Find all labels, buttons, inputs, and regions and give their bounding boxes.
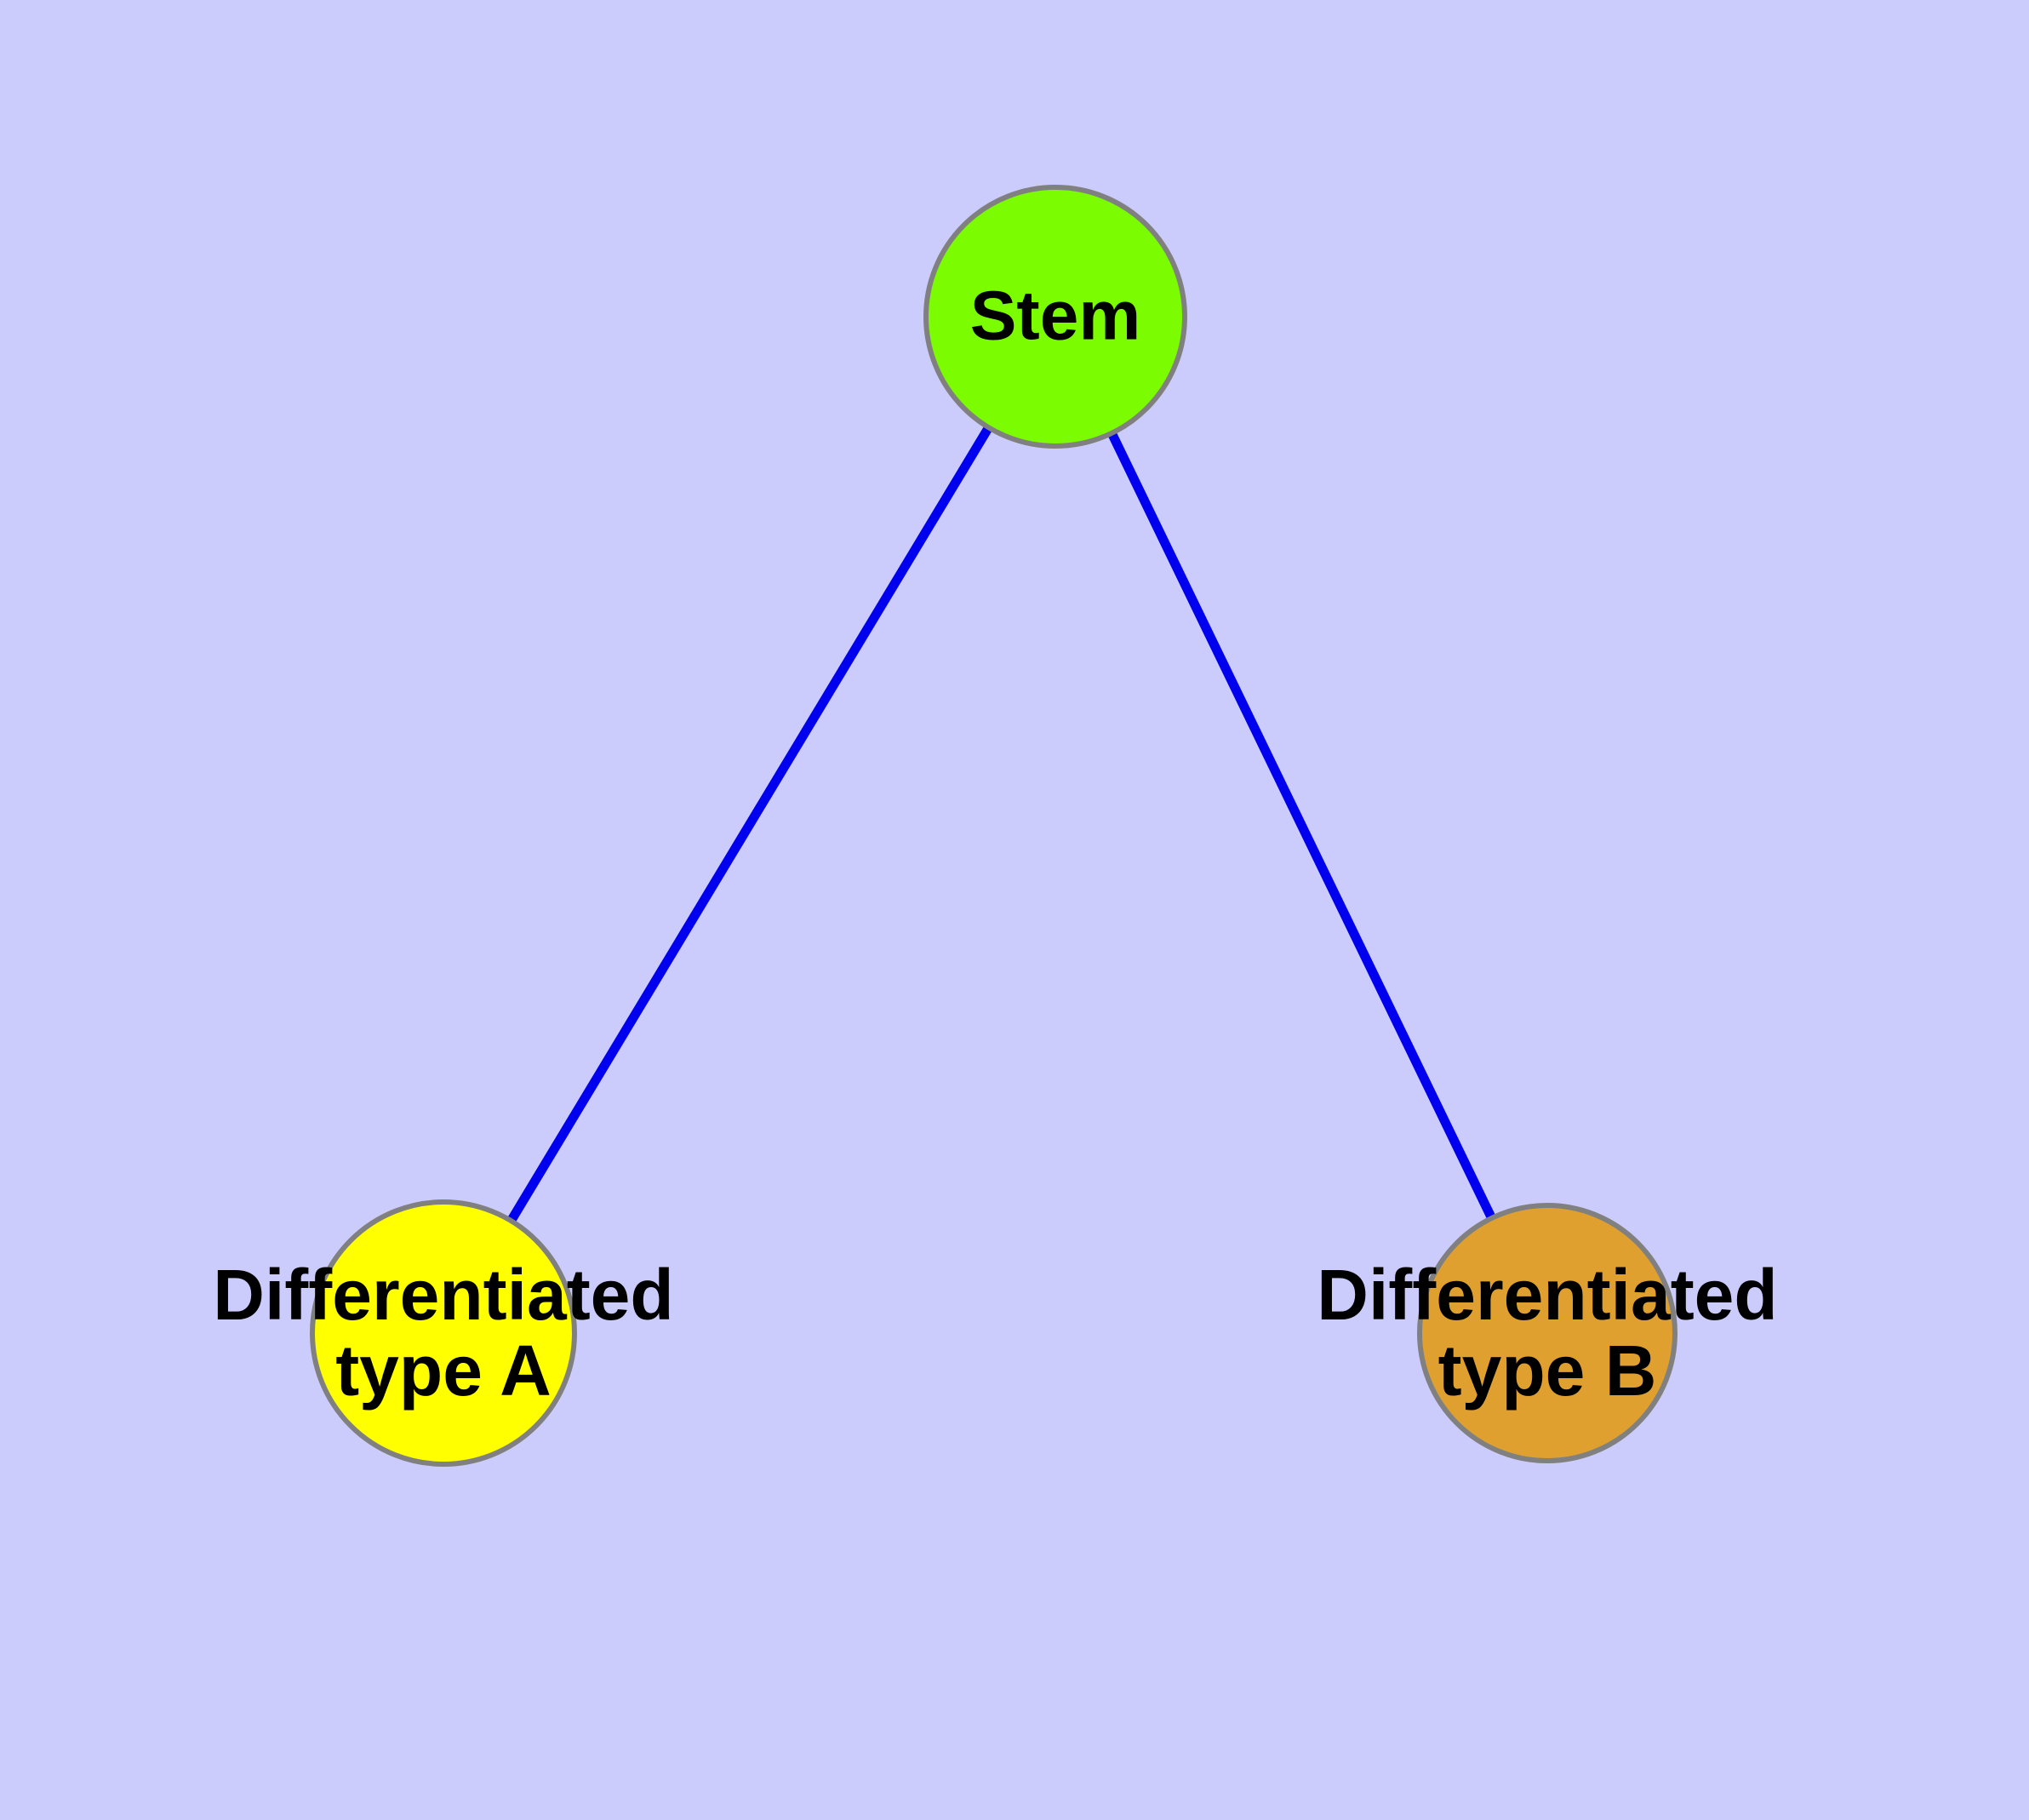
graph-node-diffA[interactable] — [310, 1199, 577, 1467]
graph-edge-stem-diffA — [506, 423, 994, 1225]
nodes-layer — [310, 185, 1677, 1467]
graph-edge-stem-diffB — [1106, 429, 1497, 1222]
edges-layer — [506, 423, 1497, 1225]
graph-node-diffB[interactable] — [1417, 1203, 1677, 1463]
graph-node-stem[interactable] — [923, 185, 1187, 449]
